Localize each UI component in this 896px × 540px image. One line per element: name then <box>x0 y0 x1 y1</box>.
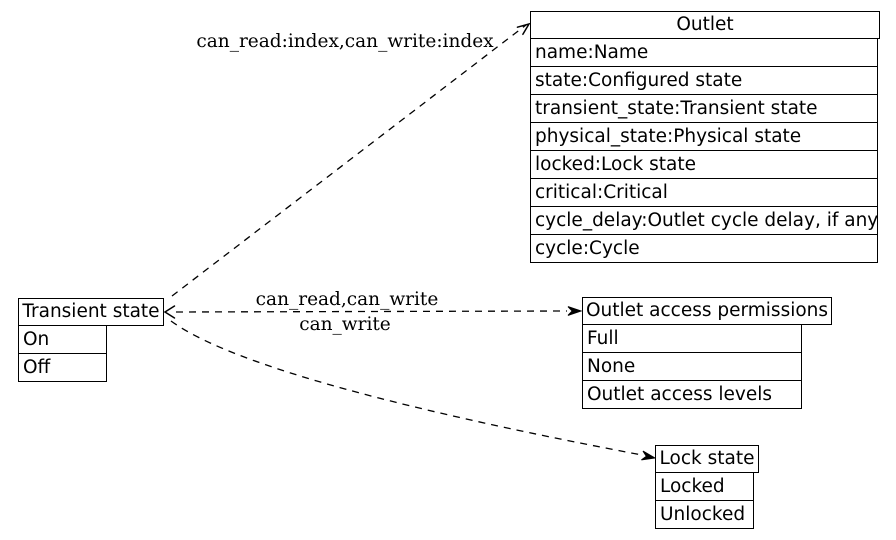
edge-label-can-read-can-write: can_read,can_write <box>255 289 439 310</box>
node-transient-state-title: Transient state <box>18 298 164 326</box>
node-outlet-row: transient_state:Transient state <box>530 94 878 123</box>
arrowhead-into-lock-state-icon <box>641 450 657 461</box>
node-outlet-row: critical:Critical <box>530 178 878 207</box>
node-access-permissions-row: Outlet access levels <box>582 380 802 409</box>
node-outlet-row: cycle_delay:Outlet cycle delay, if any <box>530 206 878 235</box>
node-outlet-title: Outlet <box>530 11 880 39</box>
arrowhead-into-access-permissions-icon <box>567 306 583 316</box>
arrowhead-into-outlet-icon <box>516 22 531 36</box>
node-outlet-row: state:Configured state <box>530 66 878 95</box>
arrowhead-into-transient-state-icon <box>163 305 176 319</box>
edge-transient-to-lock-state <box>170 320 643 456</box>
node-access-permissions-row: Full <box>582 324 802 353</box>
node-transient-state-row: Off <box>18 353 107 382</box>
edge-label-can-read-index-can-write-index: can_read:index,can_write:index <box>196 31 494 52</box>
node-outlet-row: name:Name <box>530 38 878 67</box>
node-transient-state-row: On <box>18 325 107 354</box>
node-outlet-row: physical_state:Physical state <box>530 122 878 151</box>
node-outlet-row: cycle:Cycle <box>530 234 878 263</box>
node-outlet-row: locked:Lock state <box>530 150 878 179</box>
node-access-permissions-row: None <box>582 352 802 381</box>
node-lock-state-row: Locked <box>655 472 754 501</box>
edge-transient-to-access-permissions <box>175 310 568 313</box>
edge-transient-to-outlet <box>171 24 527 297</box>
node-access-permissions-title: Outlet access permissions <box>582 297 832 325</box>
edge-label-can-write: can_write <box>299 314 391 335</box>
node-lock-state-row: Unlocked <box>655 500 754 529</box>
node-lock-state-title: Lock state <box>655 445 759 473</box>
